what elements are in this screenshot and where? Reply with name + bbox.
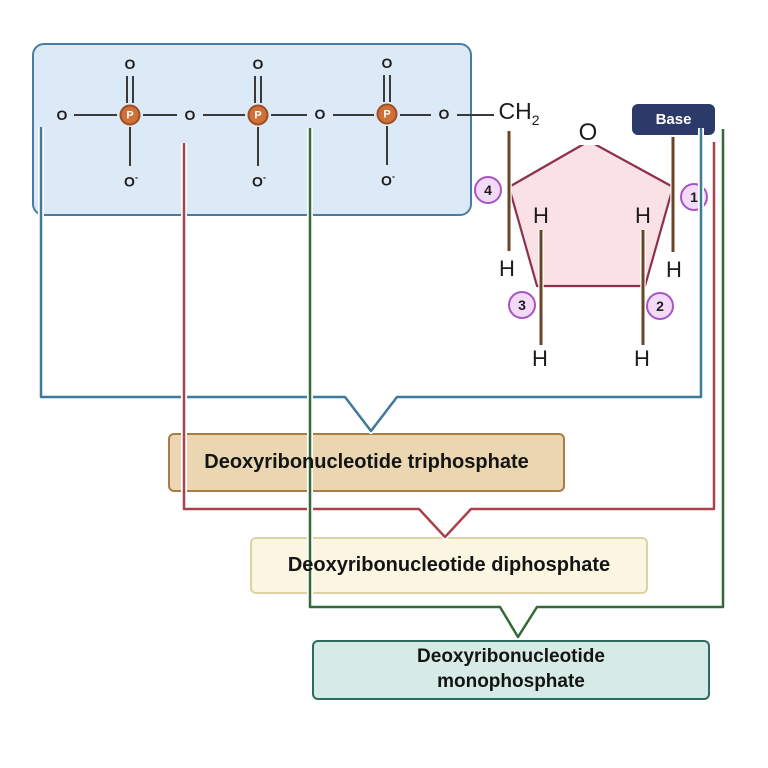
carbon-1-marker: 1 — [690, 189, 698, 205]
phosphorus-atom: P — [247, 104, 269, 126]
double-bond-oxygen: O — [381, 55, 393, 71]
ch2-group-label: CH2 — [498, 98, 540, 128]
phosphate-bonds — [74, 75, 494, 166]
carbon-4-marker: 4 — [484, 182, 492, 198]
hydrogen-label: H — [635, 203, 651, 228]
negative-oxygen: O- — [252, 172, 266, 190]
carbon-3-marker: 3 — [518, 297, 526, 313]
hydrogen-label: H — [634, 346, 650, 371]
monophosphate-bracket — [308, 128, 725, 639]
carbon-2-marker: 2 — [656, 298, 664, 314]
ring-oxygen-label: O — [575, 121, 601, 145]
oxygen-atom: O — [56, 107, 68, 123]
sugar-stems — [507, 131, 675, 345]
diphosphate-label: Deoxyribonucleotide diphosphate — [287, 554, 611, 576]
negative-oxygen: O- — [381, 171, 395, 189]
monophosphate-label-box: Deoxyribonucleotide monophosphate — [312, 640, 710, 700]
deoxyribose-ring — [507, 139, 675, 288]
base-box: Base — [632, 104, 715, 135]
negative-oxygen: O- — [124, 172, 138, 190]
phosphorus-atom: P — [376, 103, 398, 125]
hydrogen-label: H — [666, 257, 682, 282]
phosphorus-atom: P — [119, 104, 141, 126]
double-bond-oxygen: O — [252, 56, 264, 72]
triphosphate-label-box: Deoxyribonucleotide triphosphate — [168, 433, 565, 492]
bridge-oxygen-atom: O — [314, 106, 326, 122]
triphosphate-label: Deoxyribonucleotide triphosphate — [204, 451, 529, 473]
monophosphate-label: Deoxyribonucleotide monophosphate — [417, 646, 605, 692]
diphosphate-label-box: Deoxyribonucleotide diphosphate — [250, 537, 648, 594]
hydrogen-label: H — [533, 203, 549, 228]
bridge-oxygen-atom: O — [184, 107, 196, 123]
hydrogen-label: H — [499, 256, 515, 281]
phosphate-group-panel — [32, 43, 472, 216]
brackets — [38, 127, 726, 640]
base-label: Base — [655, 111, 692, 128]
hydrogen-label: H — [532, 346, 548, 371]
double-bond-oxygen: O — [124, 56, 136, 72]
triphosphate-bracket — [39, 127, 703, 433]
ester-oxygen-atom: O — [438, 106, 450, 122]
diphosphate-bracket — [182, 142, 716, 539]
